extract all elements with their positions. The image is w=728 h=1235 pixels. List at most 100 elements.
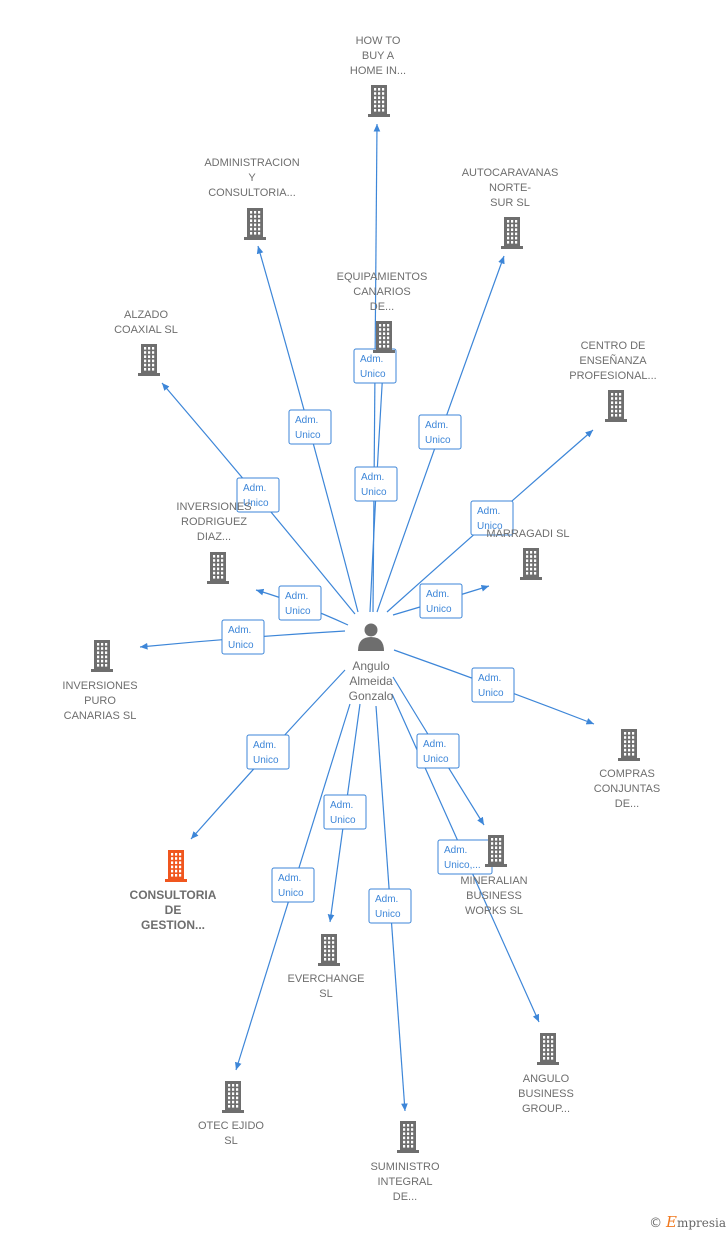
edge-label-compras[interactable]: Adm.Unico [471,667,515,703]
edge-label-text: Unico [423,754,449,765]
building-icon [318,934,340,966]
edge-label-text: Adm. [426,589,449,600]
edge-label-text: Unico [253,755,279,766]
company-label: MINERALIAN [460,875,527,887]
company-node-centro[interactable]: CENTRO DEENSEÑANZAPROFESIONAL... [569,340,657,422]
empresia-logo-initial: E [665,1213,677,1231]
edge-labels-layer: Adm.UnicoAdm.UnicoAdm.UnicoAdm.UnicoAdm.… [221,348,515,924]
edge-label-everchange[interactable]: Adm. Unico [323,794,367,830]
company-node-marragadi[interactable]: MARRAGADI SL [486,528,570,580]
person-icon [358,623,384,651]
edge-label-equipamientos[interactable]: Adm.Unico [354,466,398,502]
edge-label-box [271,867,315,903]
empresia-logo-text: mpresia [676,1216,726,1230]
company-label: INVERSIONES [176,501,251,513]
edge-label-autocaravanas[interactable]: Adm. Unico [418,414,462,450]
building-icon [138,344,160,376]
edge-label-suministro[interactable]: Adm.Unico [368,888,412,924]
edge-label-box [278,585,322,621]
edge-label-text: Adm. [477,506,500,517]
edge-label-text: Adm. [425,420,448,431]
edge-label-marragadi[interactable]: Adm. Unico [419,583,463,619]
edge-label-box [354,466,398,502]
company-label: SL [319,988,332,1000]
company-label: PROFESIONAL... [569,370,656,382]
edge-label-text: Adm. [330,800,353,811]
company-label: SL [224,1135,237,1147]
edge-label-text: Adm. [253,740,276,751]
edge-label-text: Unico [330,815,356,826]
building-icon [618,729,640,761]
edge-label-consultoria[interactable]: Adm. Unico [246,734,290,770]
edge-label-text: Unico [425,435,451,446]
company-label: EVERCHANGE [287,973,364,985]
edge-label-box [246,734,290,770]
edge-label-text: Unico [426,604,452,615]
company-node-everchange[interactable]: EVERCHANGE SL [287,934,365,1000]
edge-label-text: Unico [228,640,254,651]
edge-label-box [221,619,265,655]
company-label: BUSINESS [466,890,522,902]
edge-label-text: Unico [375,909,401,920]
company-label: HOW TO [356,35,401,47]
edge-label-otec[interactable]: Adm. Unico [271,867,315,903]
building-icon [207,552,229,584]
edge-label-administracion[interactable]: Adm. Unico [288,409,332,445]
edge-label-box [353,348,397,384]
edge-label-text: Adm. [285,591,308,602]
company-node-suministro[interactable]: SUMINISTROINTEGRALDE... [370,1121,440,1203]
edge-label-text: Unico [295,430,321,441]
edge-label-box [419,583,463,619]
edge-label-inversiones-puro[interactable]: Adm.Unico [221,619,265,655]
edge-label-text: Adm. [360,354,383,365]
person-label: Gonzalo [349,689,394,703]
edge-label-alzado[interactable]: Adm. Unico [236,477,280,513]
company-node-angulo-business[interactable]: ANGULOBUSINESSGROUP... [518,1033,574,1115]
company-node-administracion[interactable]: ADMINISTRACIONYCONSULTORIA... [204,157,300,240]
company-label: DE... [370,301,394,313]
company-node-inversiones-rodriguez[interactable]: INVERSIONESRODRIGUEZDIAZ... [176,501,252,584]
edge-label-text: Unico [278,888,304,899]
edge-label-text: Adm. [444,845,467,856]
company-label: SUMINISTRO [370,1161,440,1173]
company-label: DE... [393,1191,417,1203]
company-label: Y [248,172,256,184]
company-label: BUSINESS [518,1088,574,1100]
building-icon [165,850,187,882]
company-node-equipamientos[interactable]: EQUIPAMIENTOSCANARIOSDE... [337,271,428,353]
edge-label-box [418,414,462,450]
edge-label-text: Adm. [243,483,266,494]
company-label: HOME IN... [350,65,406,77]
edge-label-angulo-business[interactable]: Adm.Unico,... [437,839,493,875]
edge-label-text: Adm. [278,873,301,884]
company-label: CENTRO DE [581,340,646,352]
edge-label-text: Unico [478,688,504,699]
company-label: NORTE- [489,182,531,194]
empresia-credit[interactable]: © Empresia [649,1213,726,1231]
company-node-compras[interactable]: COMPRASCONJUNTASDE... [594,729,660,810]
company-label: DE [165,903,182,917]
company-node-consultoria[interactable]: CONSULTORIADEGESTION... [130,850,217,932]
edge-label-inversiones-rodriguez[interactable]: Adm. Unico [278,585,322,621]
edge-label-box [471,667,515,703]
company-label: EQUIPAMIENTOS [337,271,428,283]
company-label: CONJUNTAS [594,783,660,795]
edge-label-text: Unico [477,521,503,532]
edge-label-text: Unico [243,498,269,509]
company-label: COMPRAS [599,768,655,780]
edge-label-how-to-buy[interactable]: Adm.Unico [353,348,397,384]
edge-label-box [323,794,367,830]
edge-label-text: Adm. [295,415,318,426]
edge-label-text: Unico [285,606,311,617]
edge-label-mineralian[interactable]: Adm.Unico [416,733,460,769]
edge-label-centro[interactable]: Adm. Unico [470,500,514,536]
